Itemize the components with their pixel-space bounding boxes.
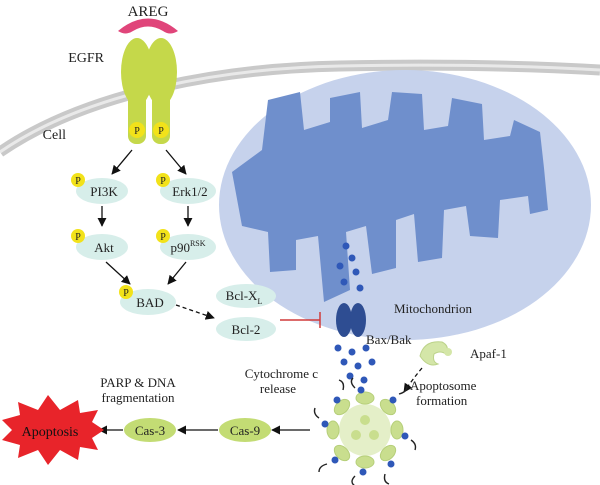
cytochrome-label-line2: release — [260, 381, 296, 396]
parp-label-line1: PARP & DNA — [100, 375, 176, 390]
cell-label: Cell — [43, 128, 66, 143]
node-bcl-xl: Bcl-XL — [216, 284, 276, 308]
svg-text:Bcl-2: Bcl-2 — [232, 322, 261, 337]
node-pi3k: PI3K P — [71, 173, 128, 204]
apoptosome-label-line1: Apoptosome — [410, 378, 477, 393]
apaf-1 — [419, 341, 452, 366]
svg-text:Akt: Akt — [94, 240, 114, 255]
node-bcl-2: Bcl-2 — [216, 317, 276, 341]
cytochrome-c-dots-inside — [336, 242, 364, 292]
node-cas-3: Cas-3 — [124, 418, 176, 442]
svg-text:P: P — [134, 126, 140, 137]
mitochondrion-label: Mitochondrion — [394, 301, 472, 316]
svg-text:P: P — [75, 232, 81, 243]
node-erk: Erk1/2 P — [156, 173, 216, 204]
egfr-label: EGFR — [68, 51, 104, 66]
apoptosome-label-line2: formation — [416, 393, 468, 408]
node-p90rsk: p90RSK P — [156, 229, 216, 260]
apoptosis-burst: Apoptosis — [2, 395, 104, 465]
parp-label-line2: fragmentation — [102, 390, 175, 405]
svg-text:P: P — [160, 176, 166, 187]
egfr-phospho-left: P — [129, 122, 145, 138]
signal-arrows — [97, 149, 423, 435]
svg-text:p90RSK: p90RSK — [170, 239, 205, 255]
svg-text:Bcl-XL: Bcl-XL — [226, 288, 263, 306]
apoptosome — [313, 377, 417, 485]
node-bad: BAD P — [119, 285, 176, 315]
apaf-1-label: Apaf-1 — [470, 346, 507, 361]
svg-text:P: P — [75, 176, 81, 187]
areg-label: AREG — [128, 4, 169, 20]
svg-text:Cas-3: Cas-3 — [135, 423, 165, 438]
mitochondrion — [219, 70, 591, 340]
svg-text:P: P — [160, 232, 166, 243]
inhibition-line — [280, 312, 321, 328]
svg-text:P: P — [158, 126, 164, 137]
svg-text:Erk1/2: Erk1/2 — [172, 184, 207, 199]
areg-ligand — [118, 18, 178, 34]
cell-membrane — [0, 59, 600, 157]
node-akt: Akt P — [71, 229, 128, 260]
mitochondrial-cristae — [232, 92, 548, 302]
bax-bak-channel — [336, 303, 366, 337]
svg-text:PI3K: PI3K — [90, 184, 118, 199]
svg-text:Cas-9: Cas-9 — [230, 423, 260, 438]
apoptosis-label: Apoptosis — [22, 425, 79, 440]
cytochrome-c-dots-released — [334, 344, 376, 384]
bax-bak-label: Bax/Bak — [366, 332, 412, 347]
cytochrome-label-line1: Cytochrome c — [245, 366, 319, 381]
svg-text:P: P — [123, 288, 129, 299]
egfr-phospho-right: P — [153, 122, 169, 138]
node-cas-9: Cas-9 — [219, 418, 271, 442]
svg-text:BAD: BAD — [136, 295, 163, 310]
